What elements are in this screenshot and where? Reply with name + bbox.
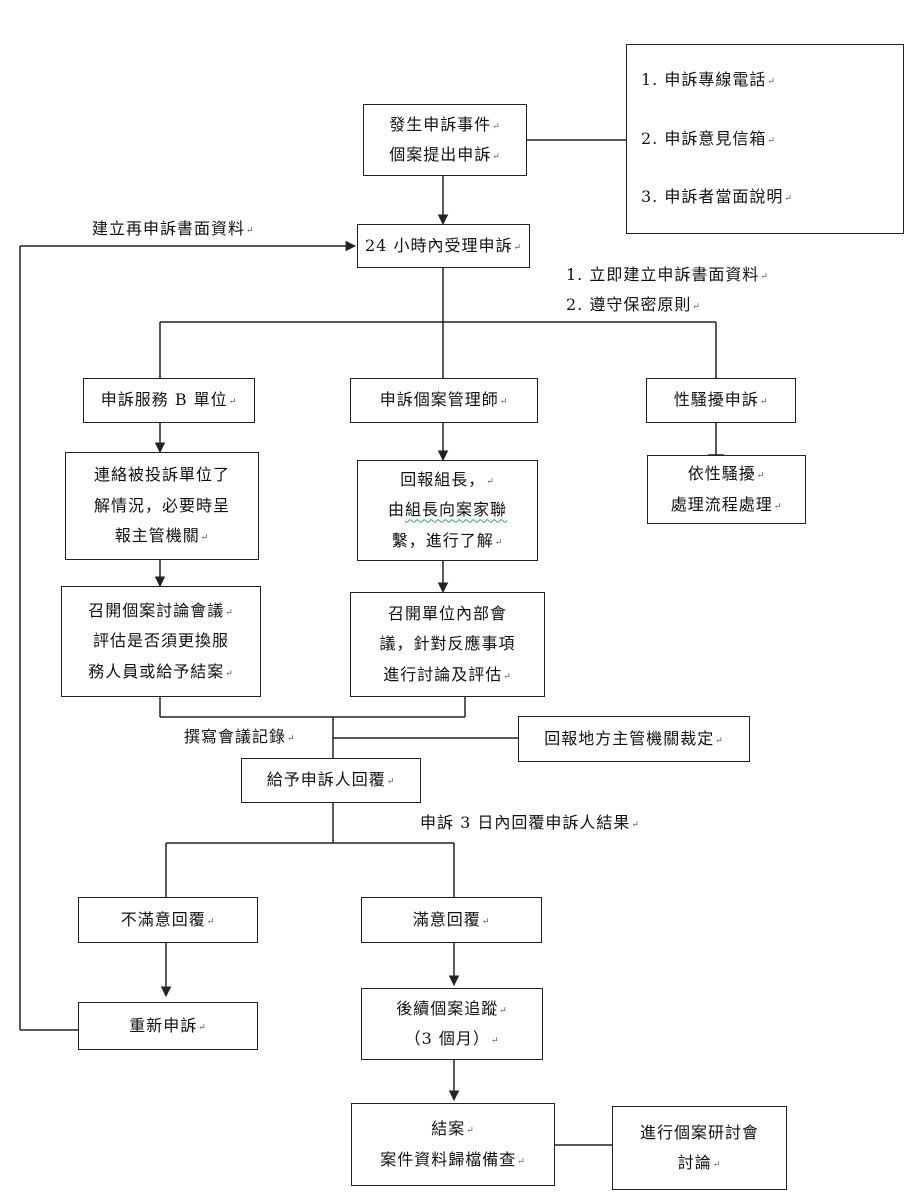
service-unit-box: 申訴服務 B 單位↵	[83, 378, 255, 423]
channel-item: 1. 申訴專線電話↵	[641, 70, 776, 90]
case-meeting-line: 評估是否須更換服	[92, 631, 229, 651]
unsatisfied-label: 不滿意回覆	[120, 909, 206, 929]
report-authority-label: 回報地方主管機關裁定	[544, 728, 715, 748]
complaint-event-box: 發生申訴事件↵ 個案提出申訴↵	[363, 104, 527, 176]
reply-label: 給予申訴人回覆	[266, 770, 386, 790]
channel-item: 3. 申訴者當面說明↵	[641, 187, 793, 207]
report-authority-box: 回報地方主管機關裁定↵	[518, 716, 750, 762]
contact-unit-line: 解情況，必要時呈	[93, 495, 230, 515]
harassment-process-line: 處理流程處理	[670, 494, 773, 514]
case-manager-box: 申訴個案管理師↵	[350, 378, 538, 423]
case-study-box: 進行個案研討會 討論↵	[612, 1106, 787, 1190]
reapply-record-label: 建立再申訴書面資料↵	[92, 219, 255, 238]
case-meeting-line: 召開個案討論會議	[88, 600, 225, 620]
report-leader-box: 回報組長，↵ 由組長向案家聯 繫，進行了解↵	[357, 460, 538, 561]
close-line: 結案	[431, 1119, 466, 1139]
close-line: 案件資料歸檔備查	[380, 1149, 517, 1169]
internal-meeting-line: 召開單位內部會	[387, 603, 507, 623]
internal-meeting-line: 進行討論及評估	[383, 664, 503, 684]
channel-item: 2. 申訴意見信箱↵	[641, 128, 776, 148]
follow-up-line: （3 個月）	[404, 1029, 490, 1048]
satisfied-label: 滿意回覆	[412, 909, 481, 929]
harassment-process-line: 依性騷擾	[687, 464, 756, 484]
start-line: 個案提出申訴	[389, 145, 492, 164]
service-unit-label: 申訴服務 B 單位	[100, 390, 228, 410]
case-study-line: 進行個案研討會	[639, 1122, 759, 1142]
receive-note-1: 1. 立即建立申訴書面資料↵	[566, 265, 769, 284]
contact-unit-line: 連絡被投訴單位了	[93, 465, 230, 485]
follow-up-line: 後續個案追蹤	[396, 998, 499, 1018]
reapply-label: 重新申訴	[129, 1015, 198, 1035]
report-leader-line: 繫，進行了解	[391, 530, 494, 550]
start-line: 發生申訴事件	[389, 114, 492, 134]
reply-note-label: 申訴 3 日內回覆申訴人結果↵	[420, 813, 640, 832]
satisfied-box: 滿意回覆↵	[361, 897, 542, 943]
internal-meeting-box: 召開單位內部會 議，針對反應事項 進行討論及評估↵	[350, 592, 545, 697]
case-manager-label: 申訴個案管理師	[379, 390, 499, 410]
receive-note-2: 2. 遵守保密原則↵	[566, 295, 701, 314]
contact-unit-box: 連絡被投訴單位了 解情況，必要時呈 報主管機關↵	[65, 452, 259, 560]
report-leader-line: 由組長向案家聯	[387, 500, 508, 520]
harassment-box: 性騷擾申訴↵	[646, 378, 796, 423]
reapply-box: 重新申訴↵	[78, 1002, 258, 1050]
unsatisfied-box: 不滿意回覆↵	[78, 897, 258, 943]
receive-label: 24 小時內受理申訴	[365, 235, 513, 255]
contact-unit-line: 報主管機關	[114, 526, 200, 546]
reply-box: 給予申訴人回覆↵	[241, 758, 421, 803]
case-meeting-box: 召開個案討論會議↵ 評估是否須更換服 務人員或給予結案↵	[61, 586, 261, 697]
case-study-line: 討論	[677, 1153, 712, 1172]
follow-up-box: 後續個案追蹤↵ （3 個月）↵	[361, 988, 543, 1060]
complaint-channels-box: 1. 申訴專線電話↵ 2. 申訴意見信箱↵ 3. 申訴者當面說明↵	[626, 44, 904, 234]
internal-meeting-line: 議，針對反應事項	[379, 634, 516, 654]
receive-complaint-box: 24 小時內受理申訴↵	[357, 224, 530, 268]
harassment-process-box: 依性騷擾↵ 處理流程處理↵	[647, 455, 806, 524]
case-meeting-line: 務人員或給予結案	[88, 661, 225, 681]
close-case-box: 結案↵ 案件資料歸檔備查↵	[351, 1103, 555, 1186]
harassment-label: 性騷擾申訴	[673, 390, 759, 410]
minutes-label: 撰寫會議記錄↵	[184, 727, 296, 746]
report-leader-line: 回報組長，	[400, 469, 486, 489]
